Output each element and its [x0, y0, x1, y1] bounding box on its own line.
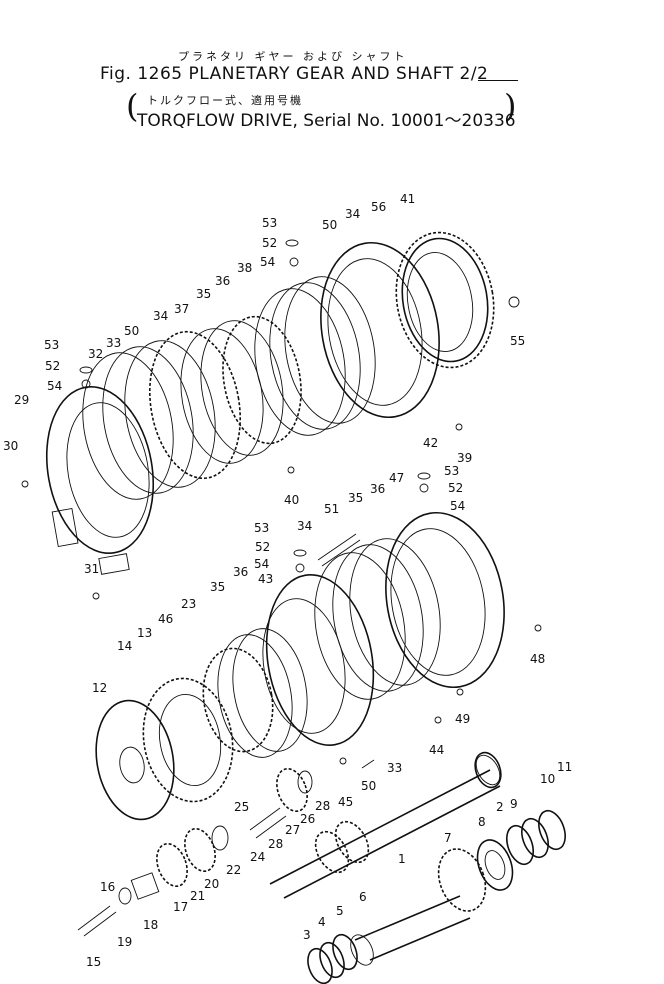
callout: 22 — [226, 863, 241, 877]
callout: 38 — [237, 261, 252, 275]
lower-clutch-assembly — [95, 472, 542, 821]
figure-header: プラネタリ ギヤー および シャフト Fig. 1265 PLANETARY G… — [0, 0, 664, 140]
callout: 36 — [215, 274, 230, 288]
callout: 27 — [285, 823, 300, 837]
callout: 53 — [262, 216, 277, 230]
callout: 18 — [143, 918, 158, 932]
callout: 17 — [173, 900, 188, 914]
callout: 25 — [234, 800, 249, 814]
japanese-subtitle: トルクフロー式、適用号機 — [147, 94, 303, 107]
callout: 52 — [255, 540, 270, 554]
japanese-title: プラネタリ ギヤー および シャフト — [178, 50, 408, 63]
callout: 1 — [398, 852, 406, 866]
callout: 53 — [444, 464, 459, 478]
callout: 16 — [100, 880, 115, 894]
callout: 4 — [318, 915, 326, 929]
callout: 54 — [260, 255, 275, 269]
callout: 7 — [444, 831, 452, 845]
callout: 53 — [44, 338, 59, 352]
callout: 14 — [117, 639, 132, 653]
callout: 33 — [106, 336, 121, 350]
title-dash — [478, 80, 518, 81]
callout: 28 — [315, 799, 330, 813]
callout: 49 — [455, 712, 470, 726]
callout: 24 — [250, 850, 265, 864]
callout: 34 — [153, 309, 168, 323]
callout: 8 — [478, 815, 486, 829]
callout: 52 — [262, 236, 277, 250]
callout: 47 — [389, 471, 404, 485]
callout: 6 — [359, 890, 367, 904]
callout: 36 — [233, 565, 248, 579]
callout: 41 — [400, 192, 415, 206]
upper-clutch-assembly — [21, 231, 520, 600]
shaft-and-gears — [77, 751, 566, 984]
callout: 35 — [196, 287, 211, 301]
callout: 48 — [530, 652, 545, 666]
callout: 11 — [557, 760, 572, 774]
callout: 10 — [540, 772, 555, 786]
callout: 3 — [303, 928, 311, 942]
callout: 42 — [423, 436, 438, 450]
english-subtitle: TORQFLOW DRIVE, Serial No. 10001～20336 — [137, 111, 516, 131]
callout: 50 — [361, 779, 376, 793]
callout: 50 — [322, 218, 337, 232]
callout: 28 — [268, 837, 283, 851]
callout: 5 — [336, 904, 344, 918]
callout: 53 — [254, 521, 269, 535]
callout: 20 — [204, 877, 219, 891]
open-paren: ( — [126, 87, 139, 125]
close-paren: ) — [504, 87, 517, 125]
callout: 2 — [496, 800, 504, 814]
callout: 35 — [348, 491, 363, 505]
callout: 54 — [47, 379, 62, 393]
callout: 51 — [324, 502, 339, 516]
callout: 46 — [158, 612, 173, 626]
callout: 52 — [448, 481, 463, 495]
callout: 39 — [457, 451, 472, 465]
callout: 13 — [137, 626, 152, 640]
callout: 21 — [190, 889, 205, 903]
callout: 29 — [14, 393, 29, 407]
callout: 26 — [300, 812, 315, 826]
part-callouts: 53 52 54 50 34 56 41 55 38 36 35 37 34 5… — [3, 192, 572, 969]
callout: 50 — [124, 324, 139, 338]
callout: 12 — [92, 681, 107, 695]
callout: 54 — [450, 499, 465, 513]
figure-title: Fig. 1265 PLANETARY GEAR AND SHAFT 2/2 — [100, 64, 489, 84]
callout: 45 — [338, 795, 353, 809]
callout: 30 — [3, 439, 18, 453]
callout: 34 — [345, 207, 360, 221]
callout: 37 — [174, 302, 189, 316]
callout: 31 — [84, 562, 99, 576]
callout: 33 — [387, 761, 402, 775]
callout: 35 — [210, 580, 225, 594]
callout: 55 — [510, 334, 525, 348]
callout: 43 — [258, 572, 273, 586]
callout: 34 — [297, 519, 312, 533]
callout: 40 — [284, 493, 299, 507]
callout: 36 — [370, 482, 385, 496]
callout: 56 — [371, 200, 386, 214]
callout: 32 — [88, 347, 103, 361]
callout: 9 — [510, 797, 518, 811]
callout: 54 — [254, 557, 269, 571]
callout: 19 — [117, 935, 132, 949]
callout: 23 — [181, 597, 196, 611]
callout: 52 — [45, 359, 60, 373]
callout: 15 — [86, 955, 101, 969]
callout: 44 — [429, 743, 444, 757]
